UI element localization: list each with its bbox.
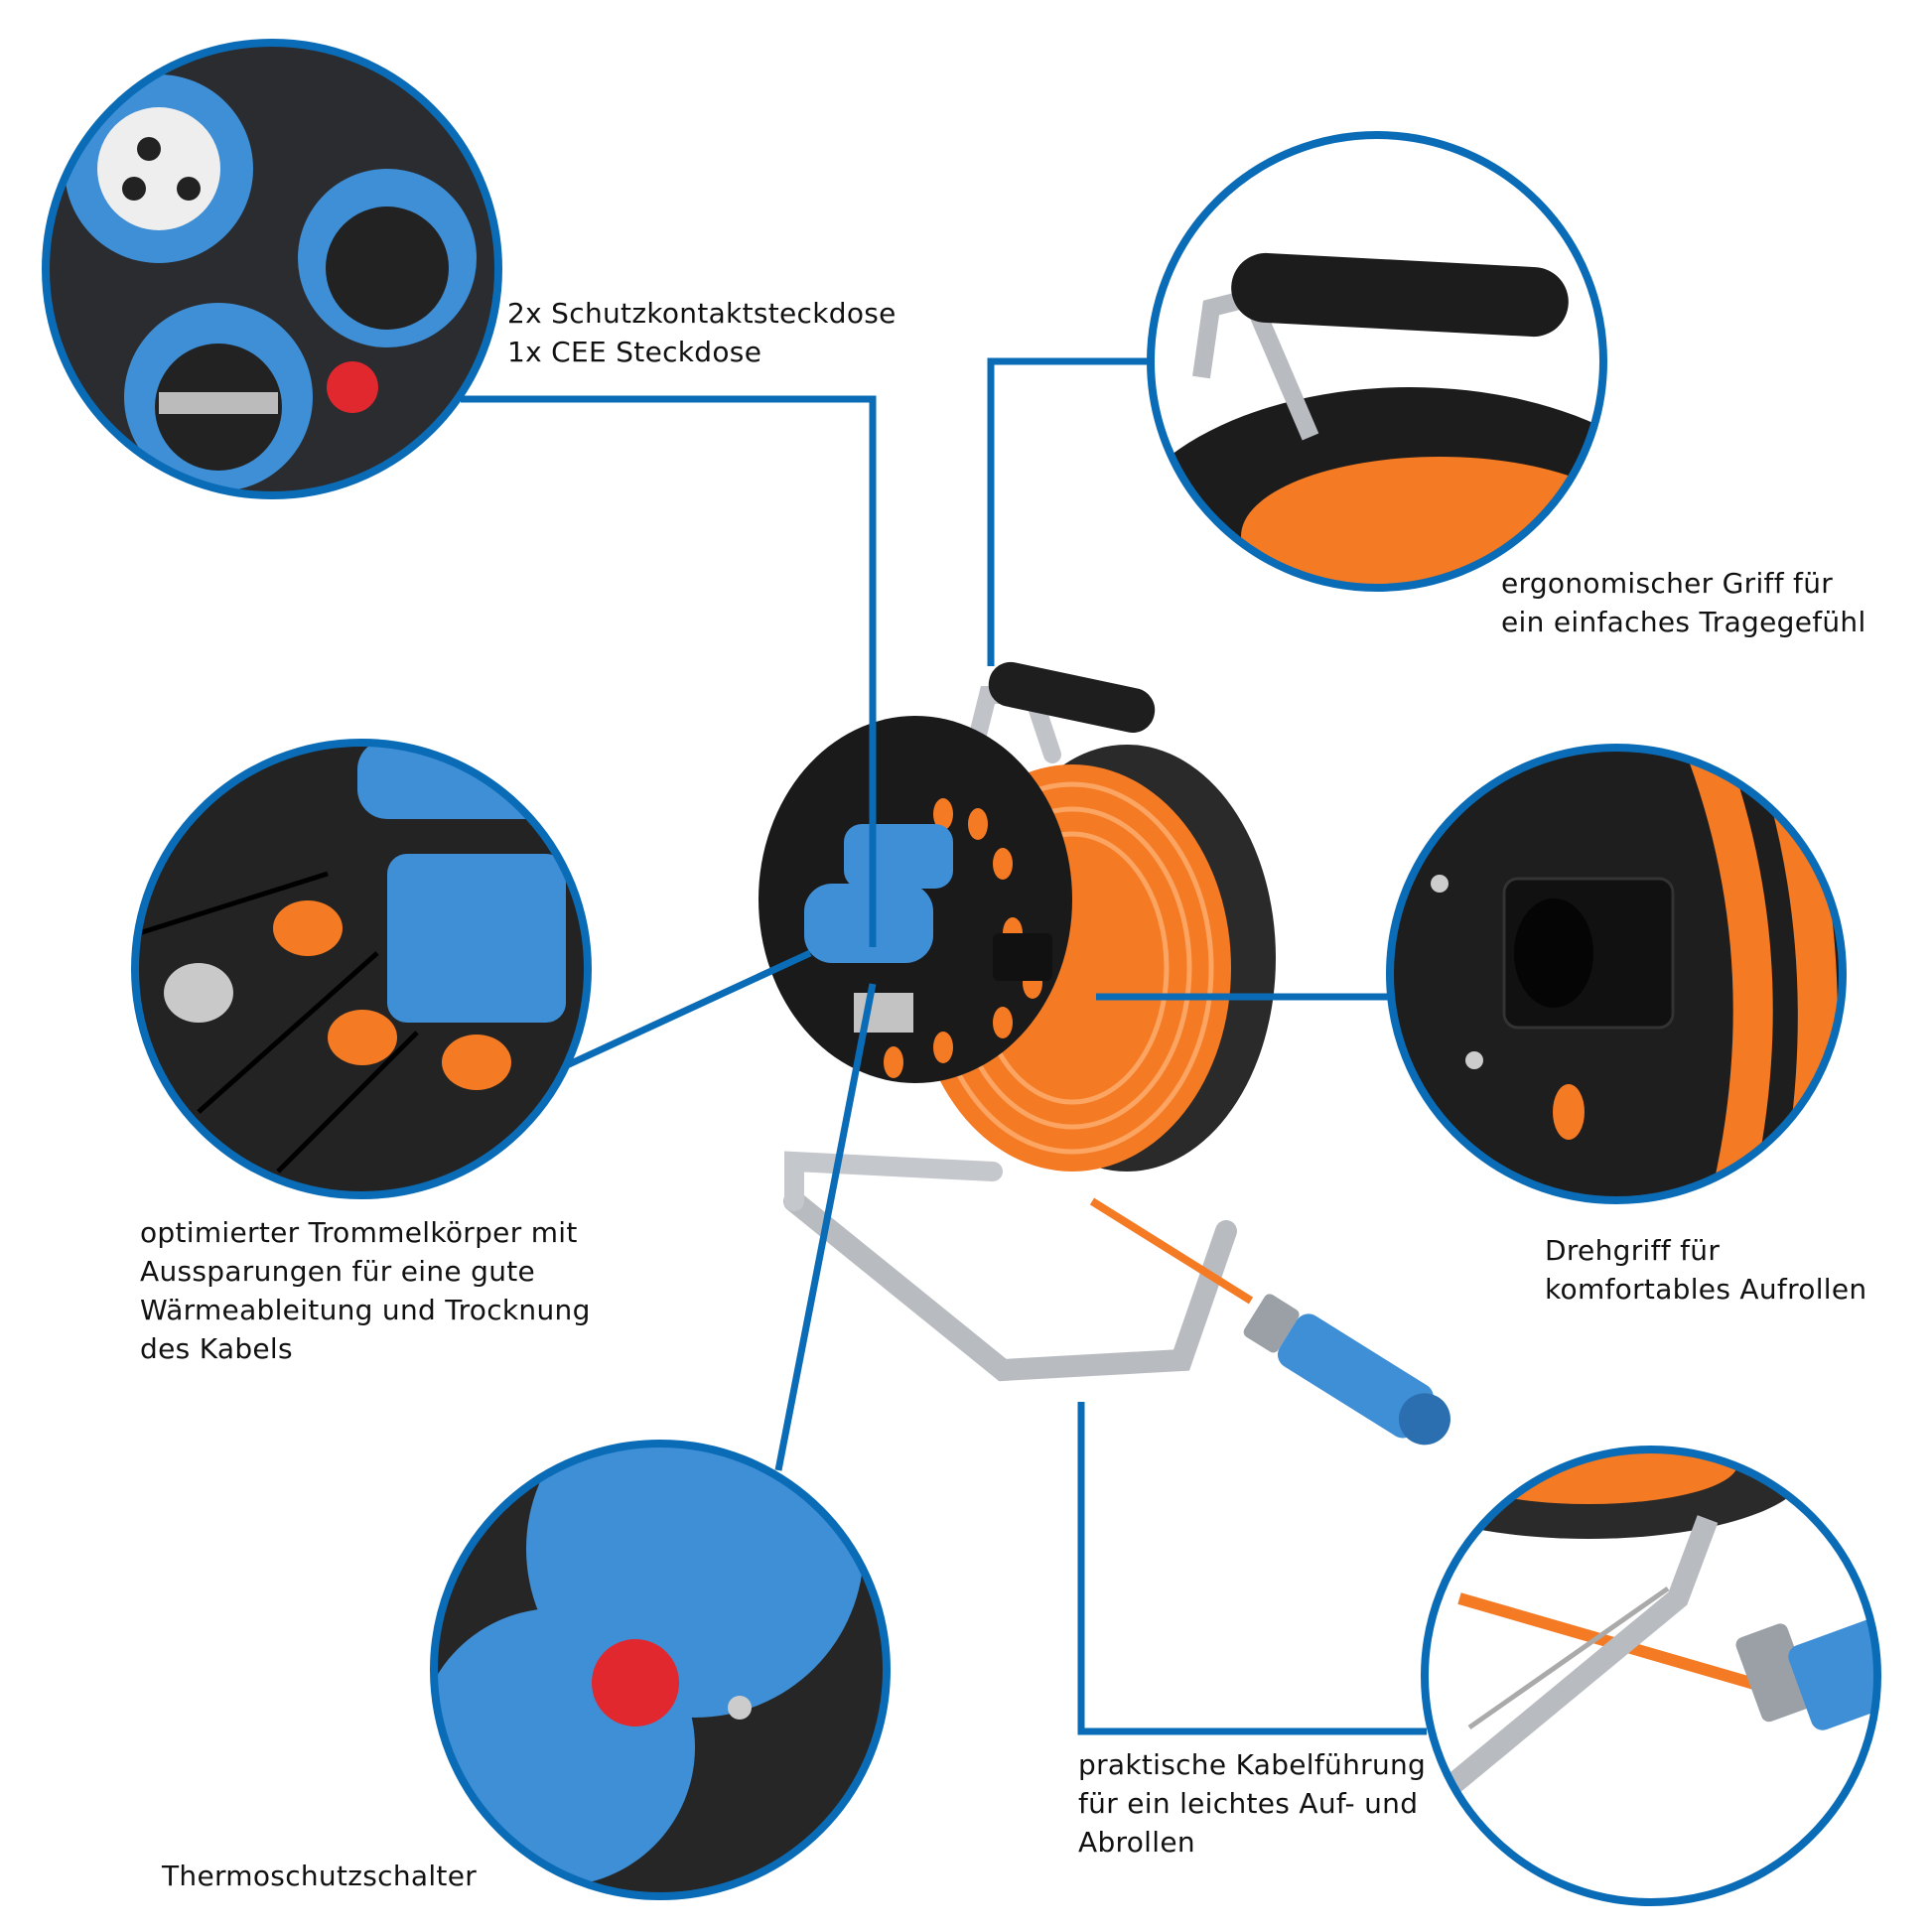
caption-guide: praktische Kabelführung für ein leichtes…: [1078, 1748, 1427, 1859]
reel-frame: [783, 1190, 1237, 1382]
crank-handle: [993, 933, 1052, 981]
schuko-socket: [804, 884, 933, 963]
drum-closeup-image: [131, 739, 592, 1199]
callout-lines: [461, 357, 1427, 1735]
caption-crank: Drehgriff für komfortables Aufrollen: [1545, 1234, 1867, 1306]
handle-closeup-image: [1147, 131, 1607, 592]
caption-handle: ergonomischer Griff für ein einfaches Tr…: [1501, 567, 1866, 638]
caption-drum: optimierter Trommelkörper mit Aussparung…: [140, 1216, 591, 1365]
cee-plug: [1243, 1294, 1450, 1446]
guide-closeup-image: [1421, 1446, 1881, 1906]
socket-closeup-image: [42, 39, 502, 499]
crank-closeup-image: [1386, 744, 1847, 1204]
caption-sockets: 2x Schutzkontaktsteckdose 1x CEE Steckdo…: [507, 297, 897, 368]
caption-thermo: Thermoschutzschalter: [162, 1860, 478, 1892]
carry-handle: [988, 661, 1156, 734]
thermo-closeup-image: [430, 1440, 891, 1900]
cee-socket: [844, 824, 953, 889]
cable-reel: [759, 661, 1450, 1446]
